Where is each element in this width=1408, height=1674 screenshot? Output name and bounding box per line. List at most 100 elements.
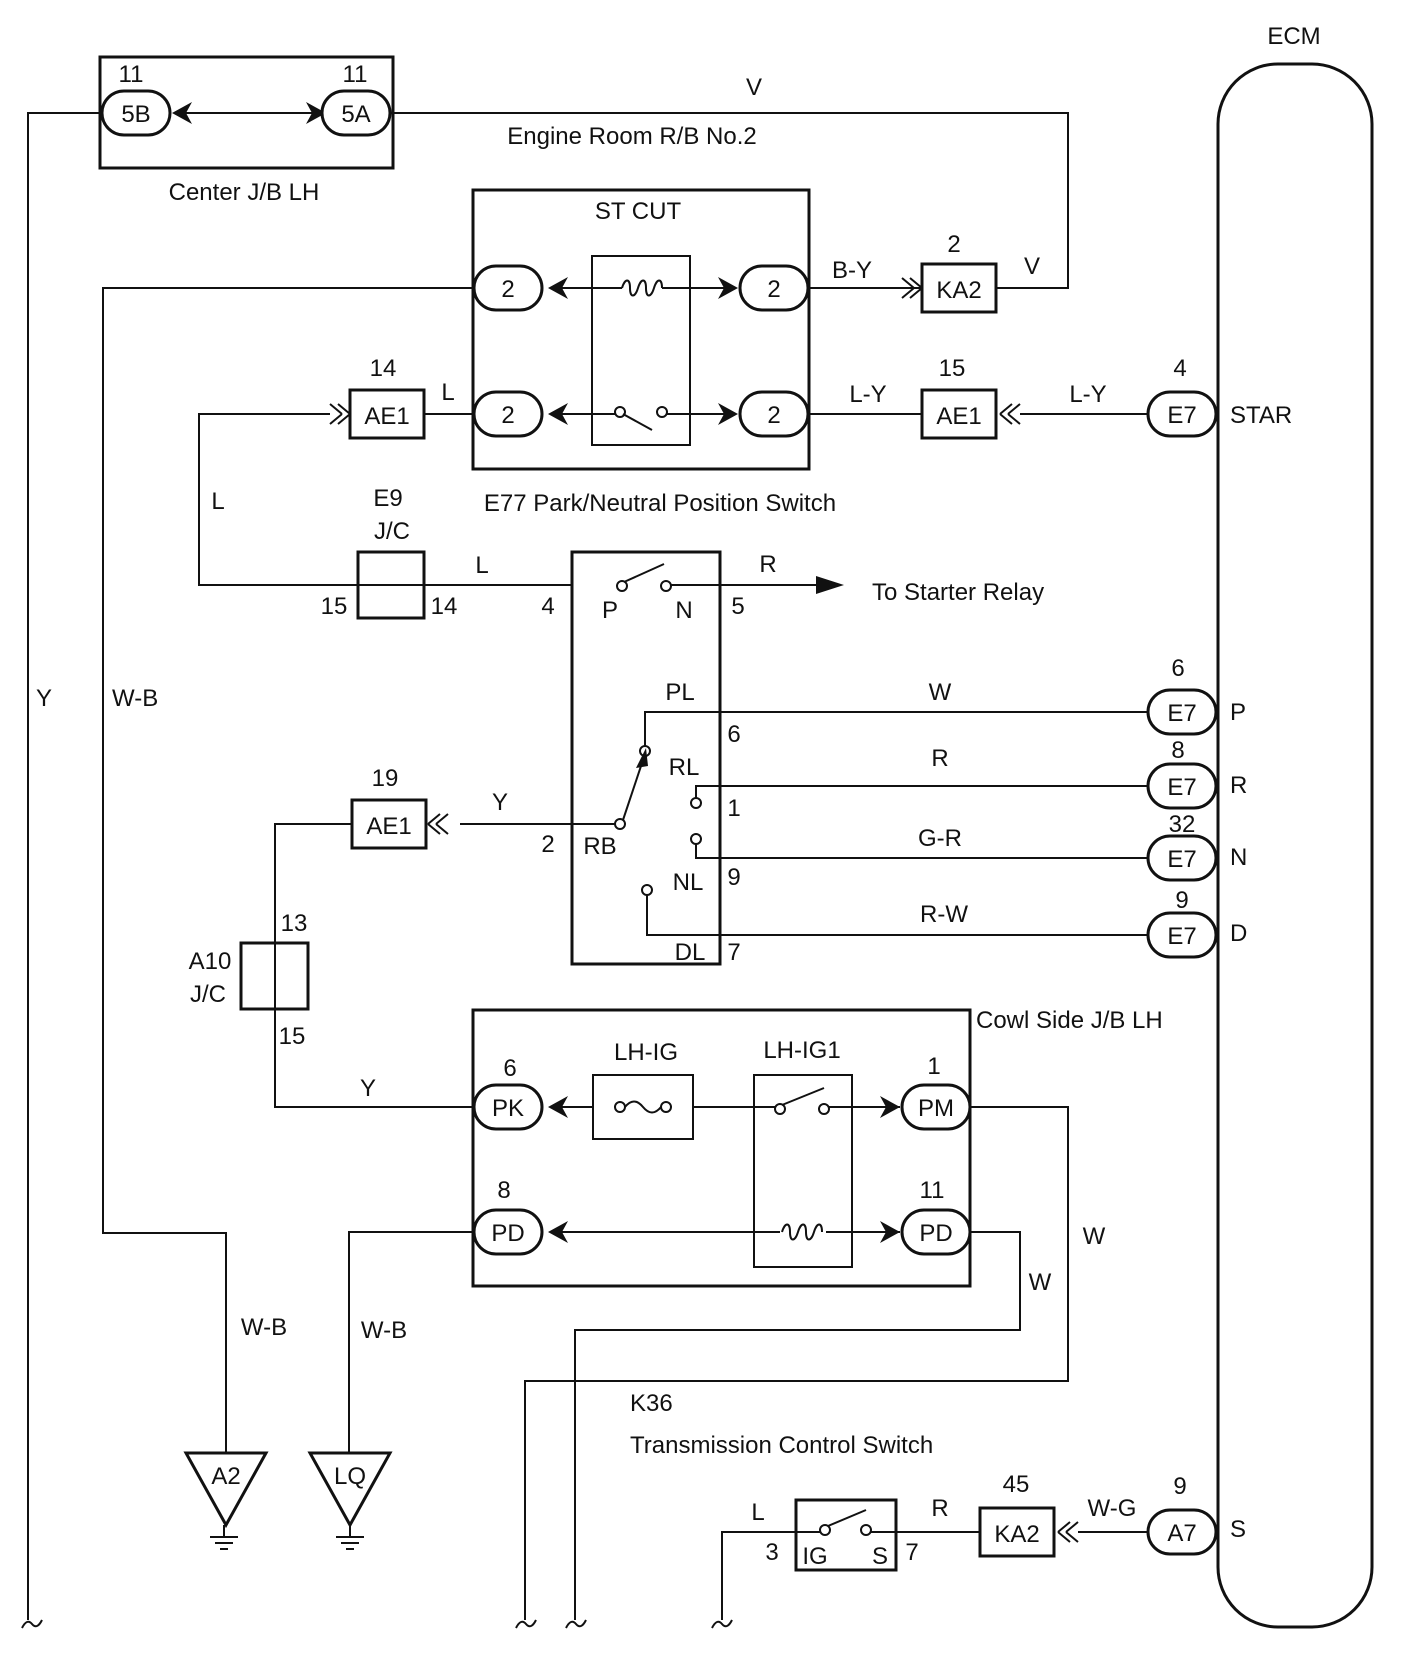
pnp-n-label: N	[675, 597, 692, 624]
wire-label-r-starter: R	[759, 551, 776, 578]
wire-label-l-e9: L	[475, 552, 488, 579]
ground-a2	[183, 1451, 269, 1529]
cowl-jb-pk-pin: 6	[503, 1055, 516, 1082]
fuse-icon	[624, 1100, 662, 1114]
wire-w-pm	[524, 1106, 1069, 1620]
ecm-r-label: R	[1230, 772, 1247, 799]
connector-pm-label: PM	[918, 1095, 954, 1122]
cowl-jb-relay-label: LH-IG1	[763, 1037, 840, 1064]
wire-w-p	[644, 711, 1148, 748]
switch-contact-icon	[614, 406, 626, 418]
wire-label-w-b-lq: W-B	[361, 1317, 407, 1344]
switch-contact-icon	[819, 1524, 831, 1536]
switch-blade-icon	[781, 1087, 825, 1106]
connector-ka2-top	[920, 262, 998, 314]
connector-e7-d-label: E7	[1167, 923, 1196, 950]
connector-ae1-14-label: AE1	[364, 403, 409, 430]
ground-icon	[209, 1524, 239, 1550]
st-cut-pin-tr-label: 2	[767, 276, 780, 303]
connector-ka2-bottom-pin: 45	[1003, 1471, 1030, 1498]
switch-contact-icon	[690, 833, 702, 845]
ground-lq-label: LQ	[334, 1463, 366, 1490]
cowl-jb-pd-left-pin: 8	[497, 1177, 510, 1204]
wire-label-l-y-left: L-Y	[849, 381, 886, 408]
wire-label-b-y: B-Y	[832, 257, 872, 284]
pnp-pin-7: 7	[727, 939, 740, 966]
cowl-jb-pm-pin: 1	[927, 1053, 940, 1080]
tcs-title: Transmission Control Switch	[630, 1432, 933, 1459]
e9-jc-pin-left: 15	[321, 593, 348, 620]
pnp-switch-title: E77 Park/Neutral Position Switch	[484, 490, 836, 517]
connector-ae1-15-label: AE1	[936, 403, 981, 430]
wire-label-w-pm: W	[1083, 1223, 1106, 1250]
switch-contact-icon	[860, 1524, 872, 1536]
wire-label-w-b-a2: W-B	[241, 1314, 287, 1341]
tcs-ig-label: IG	[802, 1543, 827, 1570]
connector-ka2-bottom-label: KA2	[994, 1521, 1039, 1548]
tcs-pin-7: 7	[905, 1539, 918, 1566]
wire-label-r-r: R	[931, 745, 948, 772]
wire-break-icon	[21, 1619, 43, 1629]
wire-label-w-pd: W	[1029, 1269, 1052, 1296]
to-starter-relay-label: To Starter Relay	[872, 579, 1044, 606]
e9-jc-name: E9	[373, 485, 402, 512]
pnp-pin-5: 5	[731, 593, 744, 620]
pnp-p-label: P	[602, 597, 618, 624]
switch-rotor-icon	[622, 759, 644, 821]
pnp-rb-label: RB	[583, 833, 616, 860]
wire-label-w-b-left: W-B	[112, 685, 158, 712]
wire-label-v-top: V	[746, 74, 762, 101]
connector-ka2-top-label: KA2	[936, 277, 981, 304]
connector-ae1-19-label: AE1	[366, 813, 411, 840]
starter-arrow-icon	[816, 576, 844, 594]
pnp-rl-label: RL	[669, 754, 700, 781]
coil-icon	[781, 1223, 823, 1241]
connector-e7-d-pin: 9	[1175, 887, 1188, 914]
wire-y-left	[27, 112, 102, 1620]
wire-label-r-tcs: R	[931, 1495, 948, 1522]
a10-jc-name: A10	[189, 948, 232, 975]
wire-label-l-left: L	[211, 488, 224, 515]
ecm-title: ECM	[1267, 23, 1320, 50]
switch-contact-icon	[641, 884, 653, 896]
wire-label-r-w: R-W	[920, 901, 968, 928]
wire-l-left	[198, 413, 358, 586]
switch-contact-icon	[616, 580, 628, 592]
connector-pd-left-label: PD	[491, 1220, 524, 1247]
connector-chevron-icon	[1057, 1521, 1079, 1543]
connector-e7-d	[1146, 911, 1218, 959]
tcs-pin-3: 3	[765, 1539, 778, 1566]
pnp-pl-label: PL	[665, 679, 694, 706]
connector-ka2-top-pin: 2	[947, 231, 960, 258]
ecm-star-label: STAR	[1230, 402, 1292, 429]
wire-label-l-ae1: L	[441, 379, 454, 406]
a10-jc-pin-top: 13	[281, 910, 308, 937]
ground-a2-label: A2	[211, 1463, 240, 1490]
wire-r-w	[646, 893, 1148, 936]
tcs-box	[794, 1498, 898, 1572]
wire-label-y-pk: Y	[360, 1075, 376, 1102]
connector-ka2-bottom	[978, 1506, 1056, 1558]
connector-pk	[472, 1083, 544, 1131]
switch-contact-icon	[614, 818, 626, 830]
st-cut-title: ST CUT	[595, 198, 682, 225]
e9-jc-pin-right: 14	[431, 593, 458, 620]
cowl-jb-title: Cowl Side J/B LH	[976, 1007, 1163, 1034]
connector-e7-r-pin: 8	[1171, 737, 1184, 764]
ecm-n-label: N	[1230, 844, 1247, 871]
connector-chevron-icon	[329, 403, 351, 425]
wire-label-y-left: Y	[36, 685, 52, 712]
switch-contact-icon	[656, 406, 668, 418]
connector-e7-star-pin: 4	[1173, 355, 1186, 382]
pnp-pin-1: 1	[727, 795, 740, 822]
wire-label-l-tcs: L	[751, 1499, 764, 1526]
pnp-pin-4: 4	[541, 593, 554, 620]
center-jb-title: Center J/B LH	[169, 179, 320, 206]
cowl-jb-fuse-label: LH-IG	[614, 1039, 678, 1066]
wire-w-b-a2	[102, 287, 474, 1452]
pnp-pin-9: 9	[727, 864, 740, 891]
connector-e7-n	[1146, 834, 1218, 882]
switch-blade-icon	[623, 563, 665, 583]
connector-pd-right-label: PD	[919, 1220, 952, 1247]
